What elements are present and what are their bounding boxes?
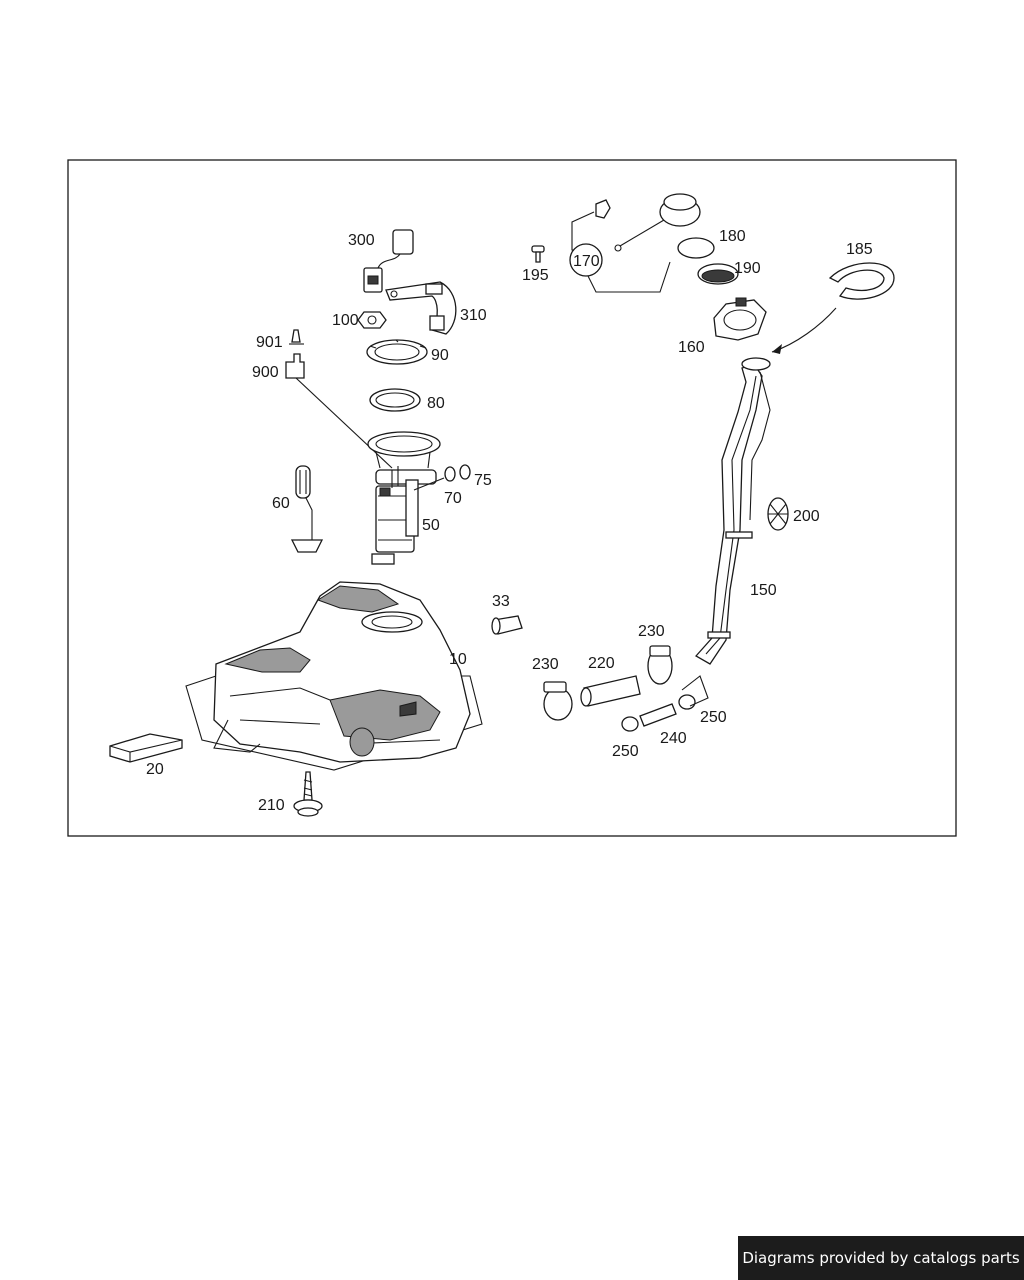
label-160: 160 (678, 339, 705, 356)
part-230-clamp-left (543, 681, 573, 721)
part-10-fuel-tank (185, 581, 483, 771)
label-230a: 230 (532, 656, 559, 673)
label-310: 310 (460, 307, 487, 324)
part-250-clamp-upper (678, 694, 696, 710)
label-901: 901 (256, 334, 283, 351)
part-300-connector (363, 229, 414, 293)
label-80: 80 (427, 395, 445, 412)
diagram-frame (67, 159, 957, 837)
part-50-pump-module (367, 431, 441, 565)
label-75: 75 (474, 472, 492, 489)
label-10: 10 (449, 651, 467, 668)
part-210-screw (293, 771, 323, 817)
callout-170-circle (569, 243, 603, 277)
part-75-o-ring (459, 464, 471, 480)
part-901-cap (289, 329, 304, 345)
label-100: 100 (332, 312, 359, 329)
part-33-sleeve (491, 615, 523, 635)
label-900: 900 (252, 364, 279, 381)
part-150-filler-neck (681, 357, 771, 707)
label-195: 195 (522, 267, 549, 284)
part-80-seal (369, 388, 421, 412)
label-230b: 230 (638, 623, 665, 640)
part-170-fuel-cap (571, 193, 701, 293)
label-50: 50 (422, 517, 440, 534)
label-200: 200 (793, 508, 820, 525)
label-180: 180 (719, 228, 746, 245)
part-190-retainer (697, 263, 739, 285)
leader-70 (413, 477, 445, 491)
part-70-o-ring (444, 466, 456, 482)
part-180-o-ring (677, 237, 715, 259)
label-90: 90 (431, 347, 449, 364)
label-300: 300 (348, 232, 375, 249)
part-90-lock-ring (366, 339, 428, 365)
part-160-flap-housing (713, 297, 767, 341)
label-70: 70 (444, 490, 462, 507)
part-195-clip (531, 245, 545, 263)
label-33: 33 (492, 593, 510, 610)
part-230-clamp-right (647, 645, 673, 685)
label-210: 210 (258, 797, 285, 814)
part-200-cap (767, 497, 789, 531)
label-250a: 250 (612, 743, 639, 760)
label-150: 150 (750, 582, 777, 599)
part-900-clip (285, 353, 305, 379)
label-185: 185 (846, 241, 873, 258)
label-250b: 250 (700, 709, 727, 726)
label-240: 240 (660, 730, 687, 747)
arrow-185-head (772, 344, 782, 354)
label-60: 60 (272, 495, 290, 512)
part-250-clamp-lower (621, 716, 639, 732)
part-185-ring (828, 262, 895, 300)
part-240-hose (639, 703, 677, 727)
part-100-nut (357, 311, 387, 329)
label-170: 170 (573, 253, 600, 270)
label-20: 20 (146, 761, 164, 778)
part-310-bracket (385, 281, 457, 335)
part-220-hose (580, 675, 641, 707)
part-20-pad (109, 733, 183, 763)
label-220: 220 (588, 655, 615, 672)
label-190: 190 (734, 260, 761, 277)
credit-badge: Diagrams provided by catalogs parts (738, 1236, 1024, 1280)
part-60-level-sender (290, 465, 324, 553)
credit-text: Diagrams provided by catalogs parts (742, 1249, 1020, 1267)
